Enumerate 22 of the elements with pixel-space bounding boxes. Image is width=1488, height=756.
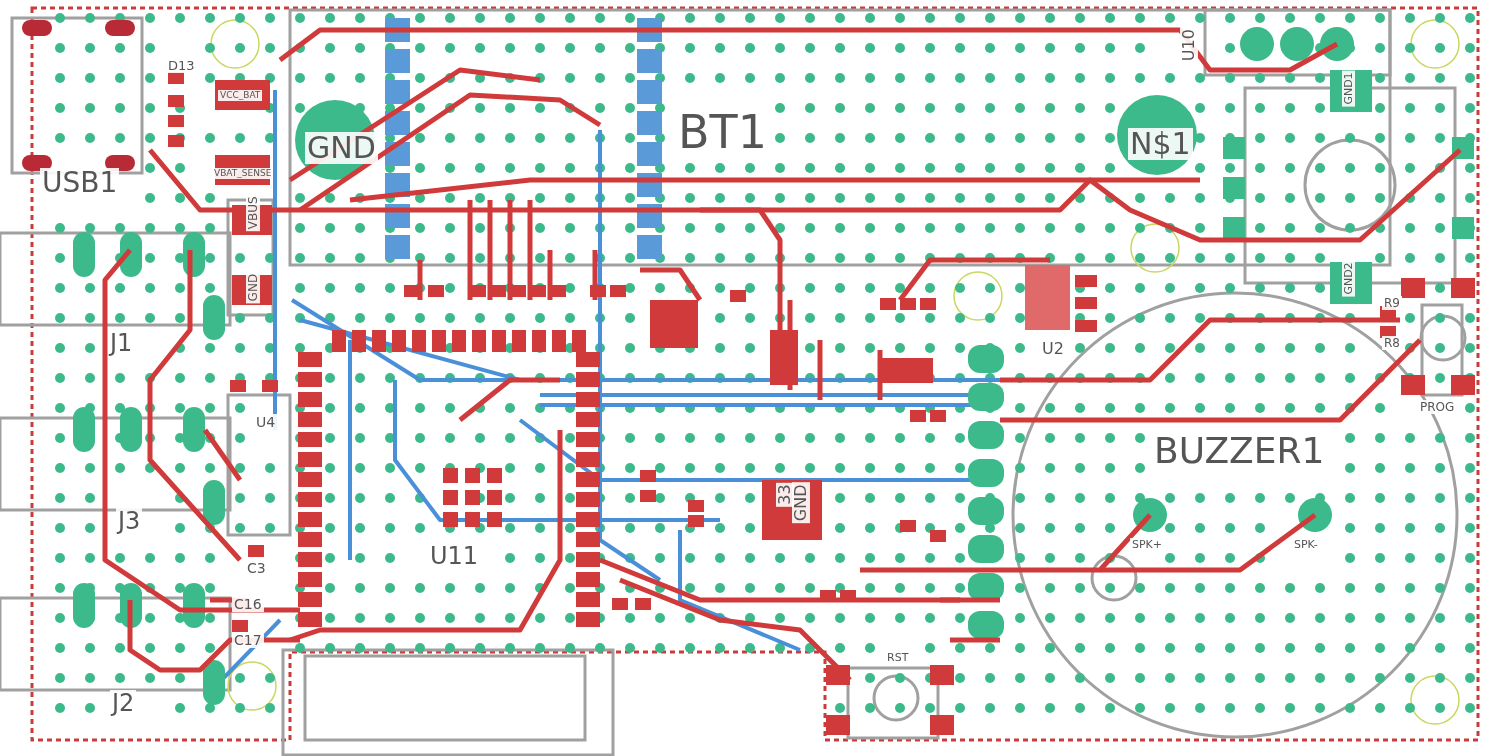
pin-label: 33 bbox=[776, 482, 794, 507]
net-label: VBAT_SENSE bbox=[212, 168, 274, 179]
designator-label: PROG bbox=[1418, 400, 1457, 414]
pin-label: GND bbox=[792, 482, 810, 524]
designator-label: R9 bbox=[1382, 296, 1402, 310]
pin-label: GND2 bbox=[1342, 260, 1355, 297]
pin-label: GND1 bbox=[1342, 70, 1355, 107]
pad-label: N$1 bbox=[1128, 128, 1193, 160]
designator-label: RST bbox=[885, 651, 911, 664]
net-label: VCC_BAT bbox=[218, 90, 263, 101]
designator-label: D13 bbox=[166, 58, 197, 73]
designator-label: C3 bbox=[245, 560, 268, 576]
designator-label: U4 bbox=[254, 414, 278, 430]
designator-label: C17 bbox=[232, 632, 264, 648]
pin-label: SPK- bbox=[1292, 538, 1320, 551]
designator-label: R8 bbox=[1382, 336, 1402, 350]
designator-label: C16 bbox=[232, 596, 264, 612]
pad-label: GND bbox=[305, 132, 378, 164]
designator-label: J2 bbox=[110, 690, 137, 716]
designator-label: J3 bbox=[116, 508, 143, 534]
pin-label: VBUS bbox=[246, 194, 260, 232]
pin-label: GND bbox=[246, 271, 260, 304]
